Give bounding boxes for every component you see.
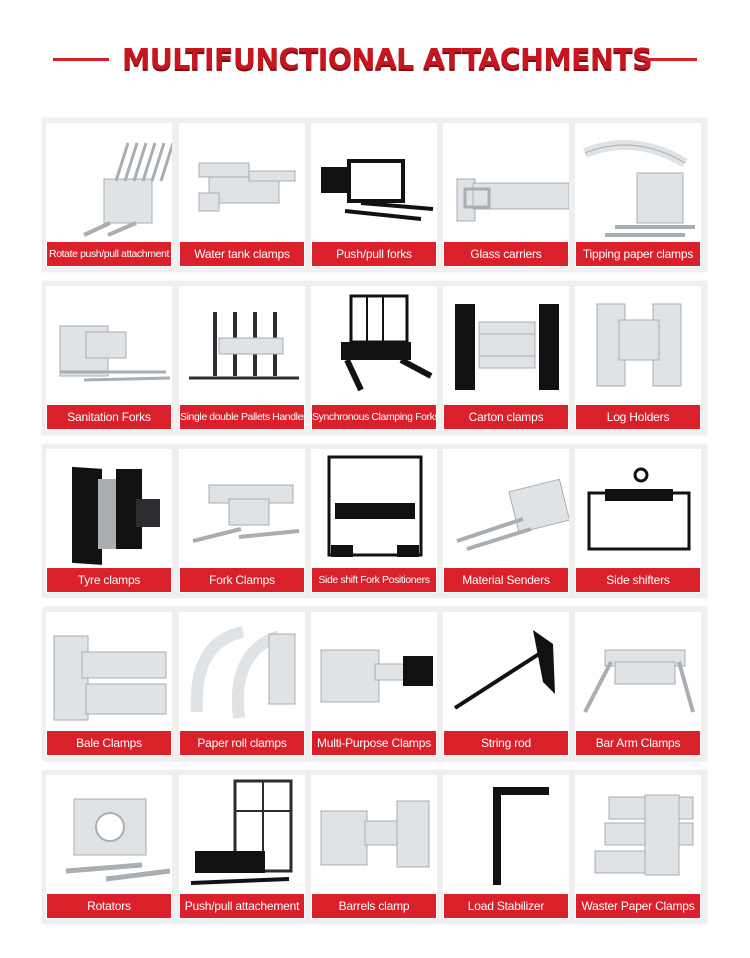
carton-clamp-image (443, 286, 569, 402)
attachment-label: Side shift Fork Positioners (312, 568, 436, 592)
attachment-card[interactable]: String rod (443, 612, 569, 756)
attachment-card[interactable]: Carton clamps (443, 286, 569, 430)
page-title: MULTIFUNCTIONAL ATTACHMENTS (122, 43, 653, 76)
attachment-card[interactable]: Rotators (46, 775, 172, 919)
clamping-fork-image (311, 286, 437, 402)
attachment-label: Bar Arm Clamps (576, 731, 700, 755)
attachment-label: Tipping paper clamps (576, 242, 700, 266)
attachment-label: Rotate push/pull attachment (47, 242, 171, 266)
attachment-card[interactable]: Rotate push/pull attachment (46, 123, 172, 267)
attachment-card[interactable]: Tipping paper clamps (575, 123, 701, 267)
attachment-label: Side shifters (576, 568, 700, 592)
attachment-label: Barrels clamp (312, 894, 436, 918)
attachment-card[interactable]: Bar Arm Clamps (575, 612, 701, 756)
attachment-label: Push/pull forks (312, 242, 436, 266)
attachment-row: Tyre clamps Fork Clamps Side shift Fork Po… (42, 444, 707, 598)
fork-clamp-image (179, 449, 305, 565)
attachment-label: Load Stabilizer (444, 894, 568, 918)
page-header: MULTIFUNCTIONAL ATTACHMENTS (0, 36, 750, 86)
attachment-label: Sanitation Forks (47, 405, 171, 429)
attachment-label: Water tank clamps (180, 242, 304, 266)
push-pull-fork-image (311, 123, 437, 239)
attachment-card[interactable]: Push/pull forks (311, 123, 437, 267)
attachment-card[interactable]: Water tank clamps (179, 123, 305, 267)
string-rod-image (443, 612, 569, 728)
attachment-label: Rotators (47, 894, 171, 918)
attachment-label: Carton clamps (444, 405, 568, 429)
attachment-card[interactable]: Push/pull attachement (179, 775, 305, 919)
glass-carrier-image (443, 123, 569, 239)
waste-paper-clamp-image (575, 775, 701, 891)
attachment-card[interactable]: Glass carriers (443, 123, 569, 267)
header-left-rule (53, 58, 109, 61)
attachment-label: Push/pull attachement (180, 894, 304, 918)
multi-purpose-clamp-image (311, 612, 437, 728)
attachment-row: Sanitation Forks Single double Pallets Ha… (42, 281, 707, 435)
header-right-rule (641, 58, 697, 61)
attachment-card[interactable]: Fork Clamps (179, 449, 305, 593)
attachment-card[interactable]: Load Stabilizer (443, 775, 569, 919)
attachment-label: Tyre clamps (47, 568, 171, 592)
attachment-label: Log Holders (576, 405, 700, 429)
attachment-row: Rotate push/pull attachment Water tank cl… (42, 118, 707, 272)
attachment-label: Multi-Purpose Clamps (312, 731, 436, 755)
attachment-card[interactable]: Sanitation Forks (46, 286, 172, 430)
barrel-clamp-image (311, 775, 437, 891)
material-sender-image (443, 449, 569, 565)
tipping-paper-clamp-image (575, 123, 701, 239)
rotator-image (46, 775, 172, 891)
bale-clamp-image (46, 612, 172, 728)
attachment-label: Synchronous Clamping Forks (312, 405, 436, 429)
attachment-card[interactable]: Material Senders (443, 449, 569, 593)
attachment-card[interactable]: Synchronous Clamping Forks (311, 286, 437, 430)
attachment-row: Bale Clamps Paper roll clamps Multi-Purpos… (42, 607, 707, 761)
load-stabilizer-image (443, 775, 569, 891)
attachment-card[interactable]: Log Holders (575, 286, 701, 430)
rotate-push-pull-image (46, 123, 172, 239)
attachment-label: Waster Paper Clamps (576, 894, 700, 918)
log-holder-image (575, 286, 701, 402)
attachment-card[interactable]: Side shifters (575, 449, 701, 593)
attachment-card[interactable]: Tyre clamps (46, 449, 172, 593)
bar-arm-clamp-image (575, 612, 701, 728)
attachment-card[interactable]: Bale Clamps (46, 612, 172, 756)
attachment-label: Material Senders (444, 568, 568, 592)
attachment-card[interactable]: Single double Pallets Handlers (179, 286, 305, 430)
tyre-clamp-image (46, 449, 172, 565)
pallet-handler-image (179, 286, 305, 402)
attachment-label: Single double Pallets Handlers (180, 405, 304, 429)
fork-positioner-image (311, 449, 437, 565)
attachment-label: Bale Clamps (47, 731, 171, 755)
sanitation-fork-image (46, 286, 172, 402)
attachment-label: String rod (444, 731, 568, 755)
attachment-label: Fork Clamps (180, 568, 304, 592)
attachment-label: Paper roll clamps (180, 731, 304, 755)
attachment-card[interactable]: Paper roll clamps (179, 612, 305, 756)
water-tank-clamp-image (179, 123, 305, 239)
push-pull-attachment-image (179, 775, 305, 891)
attachment-card[interactable]: Side shift Fork Positioners (311, 449, 437, 593)
attachment-card[interactable]: Waster Paper Clamps (575, 775, 701, 919)
attachment-label: Glass carriers (444, 242, 568, 266)
attachment-row: Rotators Push/pull attachement Barrels cla… (42, 770, 707, 924)
attachment-card[interactable]: Barrels clamp (311, 775, 437, 919)
side-shifter-image (575, 449, 701, 565)
attachment-card[interactable]: Multi-Purpose Clamps (311, 612, 437, 756)
paper-roll-clamp-image (179, 612, 305, 728)
